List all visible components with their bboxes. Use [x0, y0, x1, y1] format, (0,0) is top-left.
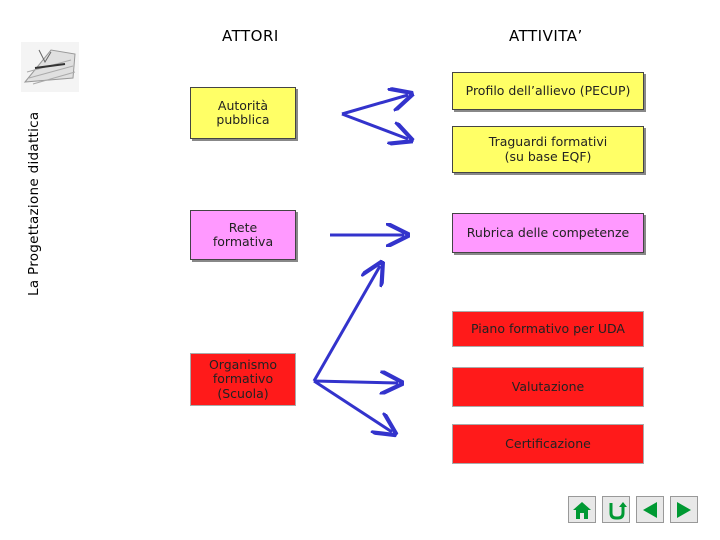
arrow-to-piano — [314, 266, 380, 381]
arrow-to-valutazione — [314, 381, 398, 383]
next-button[interactable] — [670, 496, 698, 523]
home-icon — [571, 500, 593, 520]
return-button[interactable] — [602, 496, 630, 523]
arrow-to-profilo — [342, 95, 408, 114]
next-icon — [674, 500, 694, 520]
return-icon — [605, 499, 627, 521]
arrow-to-certificazione — [314, 381, 392, 432]
home-button[interactable] — [568, 496, 596, 523]
previous-icon — [640, 500, 660, 520]
previous-button[interactable] — [636, 496, 664, 523]
arrow-to-traguardi — [342, 114, 408, 139]
